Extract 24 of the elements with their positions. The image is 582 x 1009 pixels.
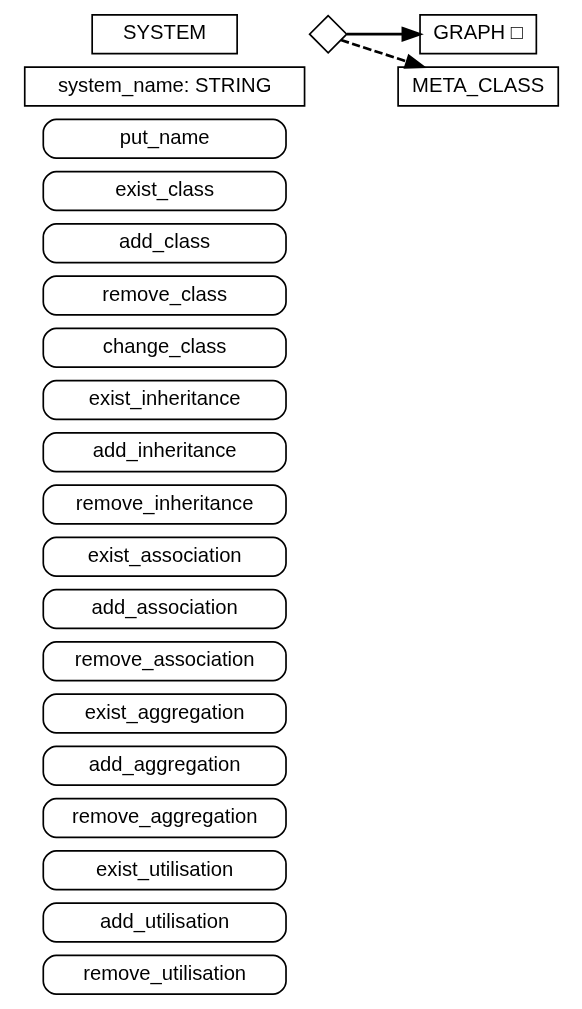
node-box: add_association: [41, 588, 287, 630]
node-box: exist_association: [41, 536, 287, 577]
node-box: put_name: [41, 118, 287, 159]
node-box: remove_aggregation: [41, 797, 287, 839]
node-box: GRAPH □: [418, 13, 537, 55]
node-box: add_utilisation: [41, 902, 287, 943]
node-box: META_CLASS: [396, 66, 559, 107]
arrow: [346, 26, 424, 42]
node-box: change_class: [41, 327, 287, 368]
node-diamond: [307, 14, 348, 54]
node-box: remove_association: [41, 641, 287, 682]
node-box: add_class: [41, 223, 287, 264]
node-box: add_aggregation: [41, 745, 287, 786]
node-box: remove_inheritance: [41, 484, 287, 525]
arrow: [340, 38, 427, 69]
node-box: remove_class: [41, 275, 287, 316]
node-box: exist_aggregation: [41, 693, 287, 734]
node-box: exist_utilisation: [41, 850, 287, 891]
node-box: add_inheritance: [41, 432, 287, 473]
node-box: remove_utilisation: [41, 954, 287, 996]
node-box: system_name: STRING: [23, 66, 305, 107]
node-box: SYSTEM: [90, 13, 238, 55]
node-box: exist_class: [41, 170, 287, 212]
node-box: exist_inheritance: [41, 379, 287, 421]
